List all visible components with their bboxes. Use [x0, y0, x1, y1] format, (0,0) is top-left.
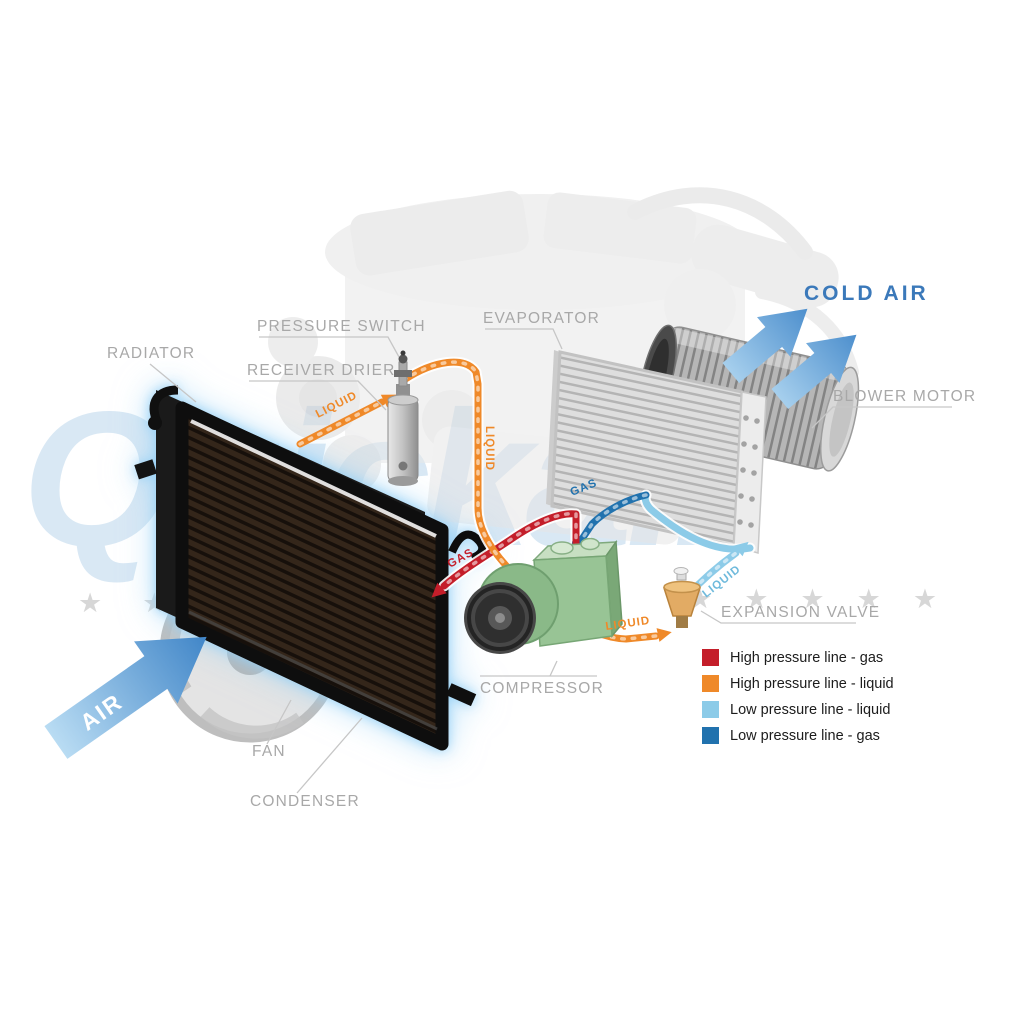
- label-receiver-drier: RECEIVER DRIER: [247, 362, 396, 379]
- label-compressor: COMPRESSOR: [480, 680, 604, 697]
- flow-label-liquid-down: LIQUID: [483, 426, 495, 471]
- leader-lines: [149, 328, 952, 794]
- legend-swatch-high-gas: [702, 649, 719, 666]
- legend-item-low-liquid: Low pressure line - liquid: [702, 701, 894, 718]
- label-expansion-valve: EXPANSION VALVE: [721, 604, 880, 621]
- flow-direction-marks: [402, 360, 658, 641]
- cold-air-arrow-1: [722, 308, 808, 383]
- flow-direction-marks: [298, 400, 384, 446]
- legend-swatch-high-liquid: [702, 675, 719, 692]
- leader-condenser: [296, 717, 363, 794]
- arrowhead: [733, 541, 749, 557]
- leader-fan: [266, 699, 292, 745]
- arrowhead: [656, 628, 672, 642]
- label-radiator: RADIATOR: [107, 345, 195, 362]
- evaporator-side-plate: [733, 391, 767, 554]
- legend-item-high-gas: High pressure line - gas: [702, 649, 894, 666]
- legend-swatch-low-liquid: [702, 701, 719, 718]
- compressor: [464, 537, 623, 654]
- leader-compressor: [480, 660, 597, 677]
- expansion-valve: [662, 567, 702, 628]
- flow-direction-marks: [578, 493, 648, 544]
- sight-glass: [398, 461, 408, 471]
- legend: High pressure line - gas High pressure l…: [702, 649, 894, 753]
- low-pressure-liquid-line: [641, 491, 754, 553]
- legend-label-high-gas: High pressure line - gas: [730, 649, 884, 666]
- leader-receiver-drier: [249, 380, 387, 411]
- legend-item-low-gas: Low pressure line - gas: [702, 727, 894, 744]
- label-condenser: CONDENSER: [250, 793, 360, 810]
- flow-direction-marks: [442, 512, 578, 588]
- leader-expansion-valve: [700, 610, 856, 624]
- condenser: [175, 401, 487, 751]
- label-fan: FAN: [252, 743, 286, 760]
- arrowhead: [431, 582, 447, 598]
- label-blower-motor: BLOWER MOTOR: [833, 388, 976, 405]
- condenser-assembly: [134, 385, 487, 751]
- label-evaporator: EVAPORATOR: [483, 310, 600, 327]
- legend-swatch-low-gas: [702, 727, 719, 744]
- air-flow-arrow: AIR: [44, 636, 207, 759]
- legend-label-low-gas: Low pressure line - gas: [730, 727, 880, 744]
- evaporator-plate-holes: [737, 415, 760, 528]
- cold-air-label: COLD AIR: [804, 282, 929, 305]
- evaporator: [546, 350, 767, 554]
- cold-air-arrow-2: [771, 334, 857, 409]
- receiver-drier: [387, 384, 419, 486]
- legend-item-high-liquid: High pressure line - liquid: [702, 675, 894, 692]
- pressure-switch: [394, 350, 412, 387]
- flow-direction-marks: [684, 551, 738, 599]
- air-arrow-shape: [44, 636, 207, 759]
- leader-blower-motor: [811, 406, 952, 429]
- leader-pressure-switch: [259, 336, 400, 358]
- label-pressure-switch: PRESSURE SWITCH: [257, 318, 426, 335]
- legend-label-high-liquid: High pressure line - liquid: [730, 675, 894, 692]
- leader-evaporator: [485, 328, 563, 350]
- legend-label-low-liquid: Low pressure line - liquid: [730, 701, 891, 718]
- leader-radiator: [149, 363, 197, 403]
